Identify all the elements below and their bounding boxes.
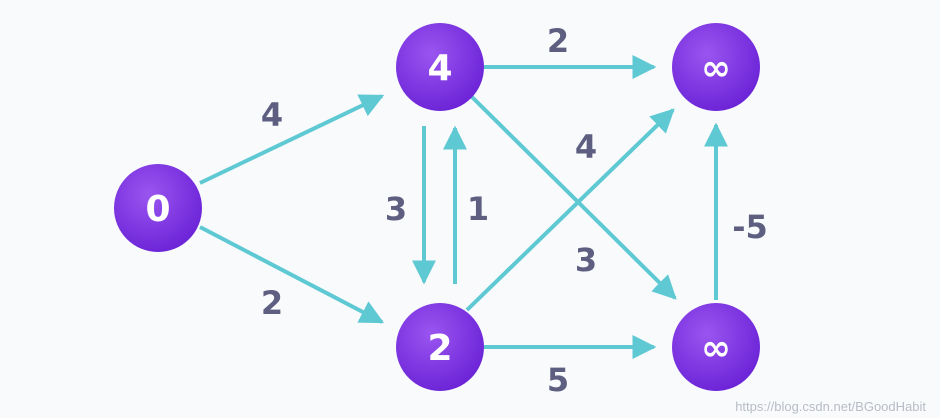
edge-a-b xyxy=(199,94,385,185)
node-e-label: ∞ xyxy=(701,328,731,369)
weight-a-c: 2 xyxy=(261,284,283,322)
weight-b-e: 3 xyxy=(575,241,597,279)
weight-b-c: 3 xyxy=(385,190,407,228)
node-b: 4 xyxy=(396,23,484,111)
node-a: 0 xyxy=(114,164,202,252)
node-b-label: 4 xyxy=(427,48,452,89)
weight-e-d: -5 xyxy=(732,208,768,246)
edge-b-e xyxy=(470,95,677,300)
weight-b-d: 2 xyxy=(547,22,569,60)
node-d: ∞ xyxy=(672,23,760,111)
weight-c-b: 1 xyxy=(467,190,489,228)
node-e: ∞ xyxy=(672,303,760,391)
node-c-label: 2 xyxy=(427,328,452,369)
edge-a-c xyxy=(199,225,385,324)
weight-c-d: 4 xyxy=(575,128,597,166)
node-d-label: ∞ xyxy=(701,48,731,89)
weight-c-e: 5 xyxy=(547,361,569,399)
node-a-label: 0 xyxy=(145,189,170,230)
edge-c-d xyxy=(465,108,675,312)
weight-a-b: 4 xyxy=(261,96,283,134)
node-c: 2 xyxy=(396,303,484,391)
watermark-text: https://blog.csdn.net/BGoodHabit xyxy=(735,399,926,414)
